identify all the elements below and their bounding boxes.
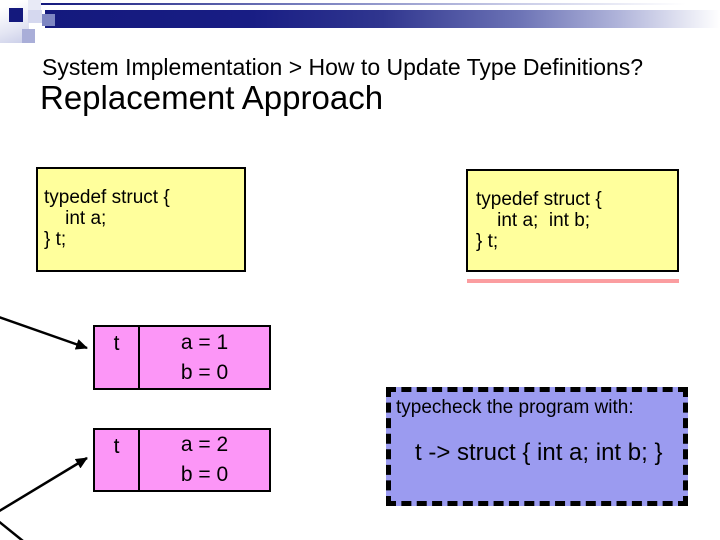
deco-gradient-bar	[45, 10, 720, 28]
code-box-new-typedef: typedef struct { int a; int b; } t;	[466, 169, 679, 272]
red-underline	[467, 279, 679, 283]
code-line: } t;	[476, 231, 499, 252]
typecheck-box: typecheck the program with: t -> struct …	[386, 387, 688, 506]
deco-square-mid	[42, 14, 55, 26]
deco-square-lavender	[22, 29, 35, 43]
code-line: typedef struct {	[476, 189, 602, 210]
page-title: Replacement Approach	[40, 79, 384, 116]
code-box-old-typedef: typedef struct { int a; } t;	[36, 167, 246, 272]
memory-box-2: t a = 2 b = 0	[93, 428, 271, 492]
typecheck-heading: typecheck the program with:	[396, 397, 634, 418]
memory-box-1: t a = 1 b = 0	[93, 325, 271, 390]
memory-field: b = 0	[180, 463, 229, 486]
typecheck-rule: t -> struct { int a; int b; }	[415, 439, 663, 466]
memory-field: a = 1	[180, 330, 229, 354]
deco-square-navy	[9, 8, 23, 22]
memory-type-cell: t	[95, 430, 140, 490]
memory-values-cell: a = 2 b = 0	[140, 430, 269, 490]
breadcrumb: System Implementation > How to Update Ty…	[42, 54, 644, 80]
code-line: int a;	[44, 208, 107, 229]
code-line: } t;	[44, 229, 67, 250]
memory-type-cell: t	[95, 327, 140, 388]
memory-values-cell: a = 1 b = 0	[140, 327, 269, 388]
memory-field: b = 0	[180, 360, 229, 384]
deco-square-light-top	[28, 0, 41, 10]
memory-field: a = 2	[180, 433, 229, 456]
code-line: int a; int b;	[476, 210, 591, 231]
deco-square-light	[28, 10, 42, 23]
code-line: typedef struct {	[44, 187, 170, 208]
deco-thin-line	[40, 3, 720, 5]
